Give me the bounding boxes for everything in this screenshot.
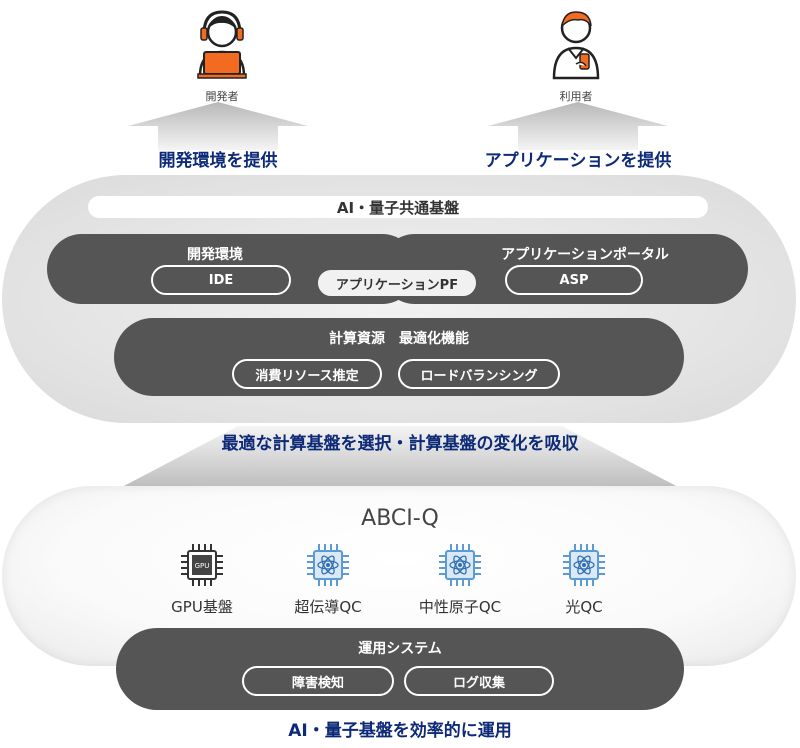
fault-detection-pill: 障害検知	[242, 666, 394, 696]
operations-panel	[116, 628, 684, 710]
developer-icon	[197, 10, 247, 79]
gpu-chip-text: GPU	[195, 562, 210, 570]
chip-photonic-label: 光QC	[565, 598, 603, 616]
bottom-caption: AI・量子基盤を効率的に運用	[288, 721, 512, 741]
app-provide-caption: アプリケーションを提供	[484, 151, 672, 171]
app-portal-title: アプリケーションポータル	[501, 247, 669, 263]
user-icon	[552, 11, 600, 80]
operations-title: 運用システム	[358, 641, 442, 657]
developer-actor: 開発者	[182, 4, 262, 104]
app-pf-pill: アプリケーションPF	[316, 268, 478, 298]
middle-caption: 最適な計算基盤を選択・計算基盤の変化を吸収	[221, 434, 579, 454]
atom-chip-icon	[307, 544, 349, 586]
funnel-connector	[120, 426, 680, 488]
resource-optimization-panel	[114, 318, 684, 396]
chip-superconducting: 超伝導QC	[268, 542, 388, 617]
chip-gpu: GPU GPU基盤	[142, 542, 262, 617]
user-label: 利用者	[559, 90, 593, 103]
user-actor: 利用者	[536, 4, 616, 104]
asp-pill: ASP	[505, 265, 643, 295]
abci-q-title: ABCI-Q	[361, 506, 439, 531]
chip-superconducting-label: 超伝導QC	[294, 598, 362, 616]
platform-title: AI・量子共通基盤	[88, 196, 708, 218]
developer-label: 開発者	[205, 90, 239, 103]
chip-neutral-atom: 中性原子QC	[400, 542, 520, 617]
chip-neutral-atom-label: 中性原子QC	[418, 598, 502, 616]
up-arrow-right	[488, 102, 668, 150]
load-balancing-pill: ロードバランシング	[398, 359, 560, 389]
dev-env-title: 開発環境	[187, 247, 243, 263]
ide-pill: IDE	[151, 265, 291, 295]
up-arrow-left	[128, 102, 308, 150]
chip-gpu-label: GPU基盤	[171, 598, 233, 616]
gpu-chip-icon: GPU	[181, 544, 223, 586]
atom-chip-icon	[439, 544, 481, 586]
resource-estimate-pill: 消費リソース推定	[232, 359, 382, 389]
atom-chip-icon	[563, 544, 605, 586]
chip-photonic: 光QC	[524, 542, 644, 617]
resource-title: 計算資源 最適化機能	[329, 331, 469, 347]
log-collection-pill: ログ収集	[404, 666, 554, 696]
dev-env-provide-caption: 開発環境を提供	[158, 151, 278, 171]
